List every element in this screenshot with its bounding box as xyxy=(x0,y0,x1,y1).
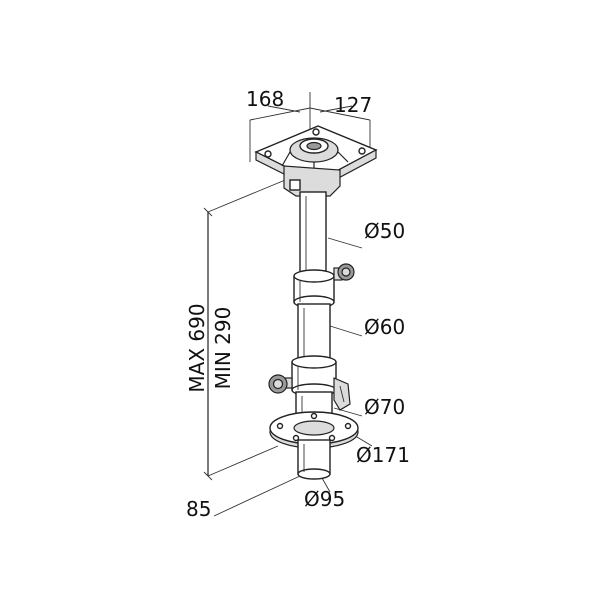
middle-tube xyxy=(297,303,331,363)
plate-width-label: 168 xyxy=(246,87,284,111)
upper-tube xyxy=(299,191,327,277)
upper-knob-icon xyxy=(333,263,355,281)
lower-knob-icon xyxy=(268,374,293,394)
lower-collar xyxy=(291,355,337,397)
lower-tube-diameter-label: Ø70 xyxy=(364,395,405,419)
upper-tube-diameter-label: Ø50 xyxy=(364,219,405,243)
upper-collar xyxy=(293,269,335,309)
middle-tube-diameter-label: Ø60 xyxy=(364,315,405,339)
base-offset-label: 85 xyxy=(186,497,211,521)
flange-diameter-label: Ø171 xyxy=(356,443,410,467)
top-plate xyxy=(254,125,378,197)
base-diameter-label: Ø95 xyxy=(304,487,345,511)
height-min-label: MIN 290 xyxy=(211,307,235,390)
height-max-label: MAX 690 xyxy=(185,303,209,392)
plate-depth-label: 127 xyxy=(334,93,372,117)
release-lever-icon xyxy=(333,377,351,411)
dimension-lines xyxy=(203,92,373,517)
base-socket xyxy=(297,439,331,480)
